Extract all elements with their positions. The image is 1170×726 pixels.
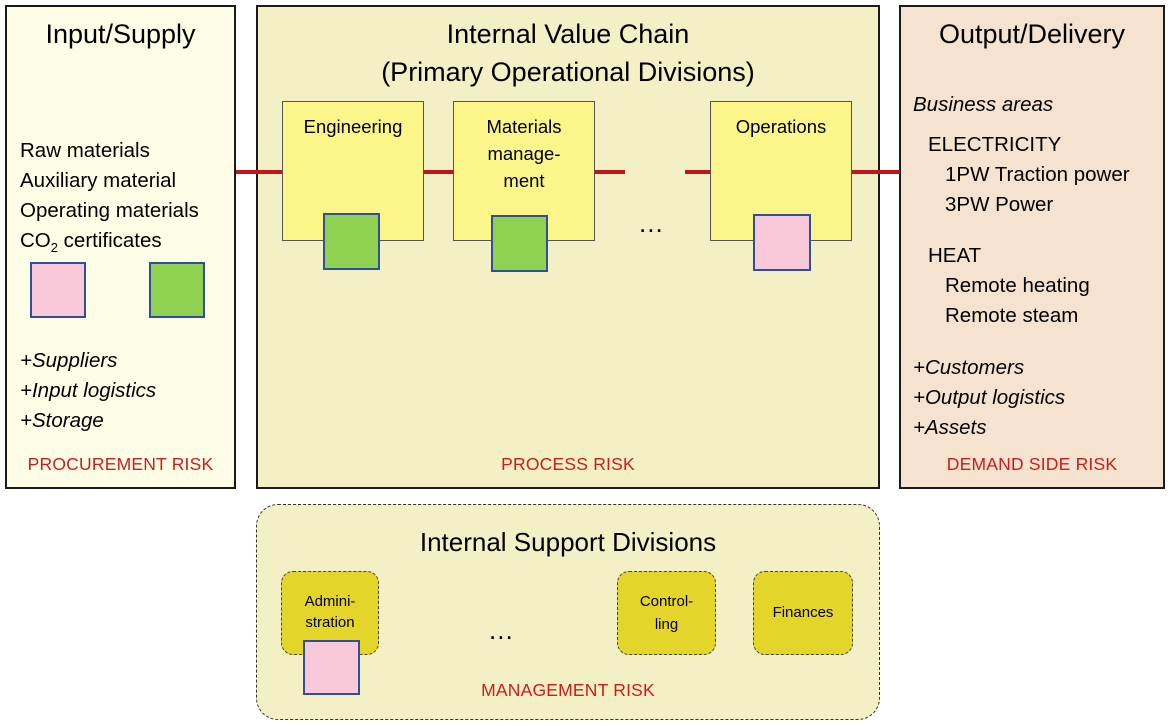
- engineering-risk-square: [323, 213, 380, 270]
- division-materials-label-2: manage-: [487, 143, 561, 164]
- output-extra-output-logistics: +Output logistics: [913, 386, 1066, 409]
- value-chain-title: Internal Value Chain: [446, 19, 690, 49]
- certificates-text: certificates: [57, 229, 162, 252]
- connector-operations-output: [852, 170, 900, 174]
- input-extra-input-logistics: +Input logistics: [20, 379, 157, 402]
- co2-subscript: 2: [50, 240, 58, 256]
- demand-side-risk-label: DEMAND SIDE RISK: [946, 454, 1118, 474]
- controlling-label-2: ling: [654, 616, 679, 633]
- electricity-item-power: 3PW Power: [945, 193, 1054, 216]
- support-division-controlling: Control- ling: [617, 571, 716, 655]
- input-supply-panel: Input/Supply Raw materials Auxiliary mat…: [5, 5, 236, 489]
- input-item-raw-materials: Raw materials: [20, 139, 150, 162]
- heat-item-remote-heating: Remote heating: [945, 274, 1090, 297]
- output-delivery-panel: Output/Delivery Business areas ELECTRICI…: [899, 5, 1165, 489]
- division-operations-label: Operations: [735, 116, 827, 137]
- connector-input-engineering: [236, 170, 282, 174]
- business-areas-heading: Business areas: [913, 93, 1054, 116]
- operations-risk-square: [753, 214, 811, 271]
- output-extra-assets: +Assets: [913, 416, 987, 439]
- heat-heading: HEAT: [928, 244, 982, 267]
- input-extra-suppliers: +Suppliers: [20, 349, 118, 372]
- input-supply-title: Input/Supply: [45, 19, 196, 49]
- division-materials-label-3: ment: [503, 170, 545, 191]
- division-materials-label-1: Materials: [486, 116, 562, 137]
- finances-label: Finances: [772, 604, 834, 621]
- input-item-auxiliary-material: Auxiliary material: [20, 169, 177, 192]
- value-chain-subtitle: (Primary Operational Divisions): [381, 57, 755, 87]
- administration-label-1: Admini-: [304, 593, 356, 610]
- electricity-heading: ELECTRICITY: [928, 133, 1062, 156]
- support-division-finances: Finances: [753, 571, 853, 655]
- risk-square-pink: [30, 262, 86, 318]
- controlling-label-1: Control-: [639, 593, 694, 610]
- co2-text: CO: [20, 229, 51, 252]
- input-item-co2-certificates: CO2 certificates: [20, 226, 162, 263]
- heat-item-remote-steam: Remote steam: [945, 304, 1079, 327]
- value-chain-ellipsis: ...: [639, 208, 664, 238]
- procurement-risk-label: PROCUREMENT RISK: [27, 454, 214, 474]
- management-risk-label: MANAGEMENT RISK: [481, 680, 655, 700]
- division-engineering-label: Engineering: [303, 116, 403, 137]
- administration-risk-square: [303, 640, 360, 695]
- process-risk-label: PROCESS RISK: [501, 454, 635, 474]
- output-extra-customers: +Customers: [913, 356, 1025, 379]
- electricity-item-traction: 1PW Traction power: [945, 163, 1130, 186]
- risk-square-green: [149, 262, 205, 318]
- administration-label-2: stration: [305, 614, 355, 631]
- input-extra-storage: +Storage: [20, 409, 104, 432]
- materials-risk-square: [491, 215, 548, 272]
- support-divisions-title: Internal Support Divisions: [419, 527, 717, 557]
- support-division-administration: Admini- stration: [281, 571, 379, 655]
- connector-materials-out: [595, 170, 625, 174]
- output-delivery-title: Output/Delivery: [938, 19, 1126, 49]
- connector-in-operations: [685, 170, 710, 174]
- support-ellipsis: ...: [489, 615, 514, 645]
- input-item-operating-materials: Operating materials: [20, 199, 199, 222]
- connector-engineering-materials: [424, 170, 453, 174]
